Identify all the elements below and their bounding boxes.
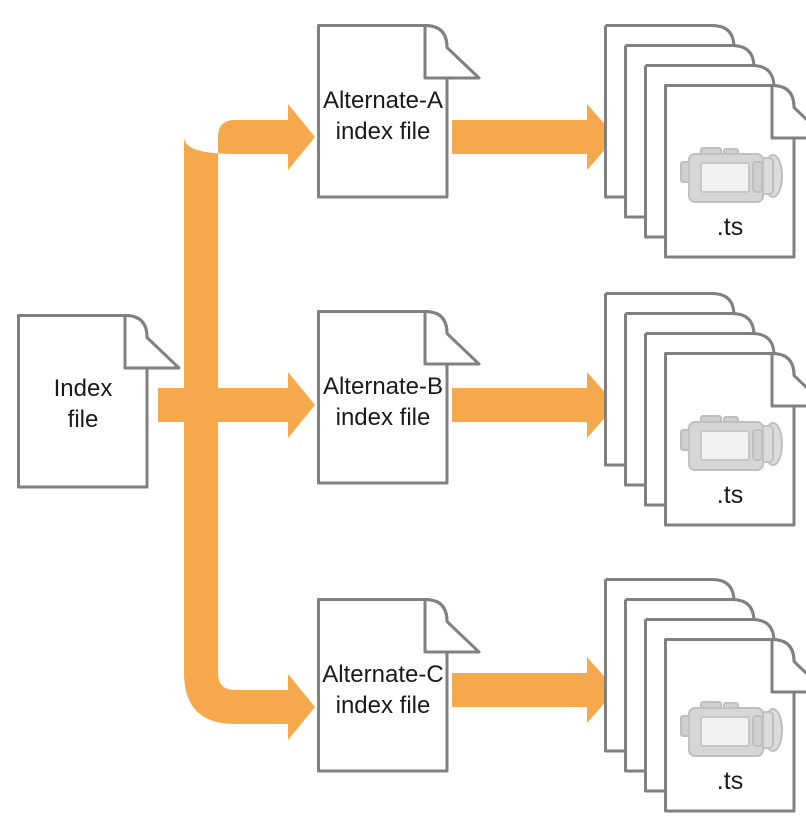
connector-alternate-c-to-segments-c xyxy=(452,657,616,723)
node-alternate-c[interactable]: Alternate-C index file xyxy=(317,598,481,773)
node-segments-b[interactable]: .ts xyxy=(604,292,806,527)
index-file-label-line2: file xyxy=(68,406,99,433)
connector-trunk-to-alternate-b xyxy=(158,372,315,438)
connector-alternate-a-to-segments-a xyxy=(452,104,616,170)
alternate-a-label-line1: Alternate-A xyxy=(323,87,443,114)
connector-trunk-to-alternate-a xyxy=(184,104,315,405)
node-index-file[interactable]: Index file xyxy=(17,314,181,489)
alternate-c-label-line2: index file xyxy=(336,692,431,719)
node-alternate-a[interactable]: Alternate-A index file xyxy=(317,24,481,199)
alternate-a-label-line2: index file xyxy=(336,118,431,145)
alternate-b-label-line1: Alternate-B xyxy=(323,373,443,400)
node-segments-a[interactable]: .ts xyxy=(604,24,806,259)
segments-a-label: .ts xyxy=(717,213,743,241)
alternate-c-label-line1: Alternate-C xyxy=(322,661,443,688)
connector-trunk-to-alternate-c xyxy=(184,405,315,740)
connector-alternate-b-to-segments-b xyxy=(452,372,616,438)
alternate-b-label-line2: index file xyxy=(336,404,431,431)
index-file-label-line1: Index xyxy=(54,375,113,402)
segments-b-label: .ts xyxy=(717,481,743,509)
node-alternate-b[interactable]: Alternate-B index file xyxy=(317,310,481,485)
connector-group xyxy=(158,104,616,740)
node-segments-c[interactable]: .ts xyxy=(604,578,806,813)
segments-c-label: .ts xyxy=(717,767,743,795)
